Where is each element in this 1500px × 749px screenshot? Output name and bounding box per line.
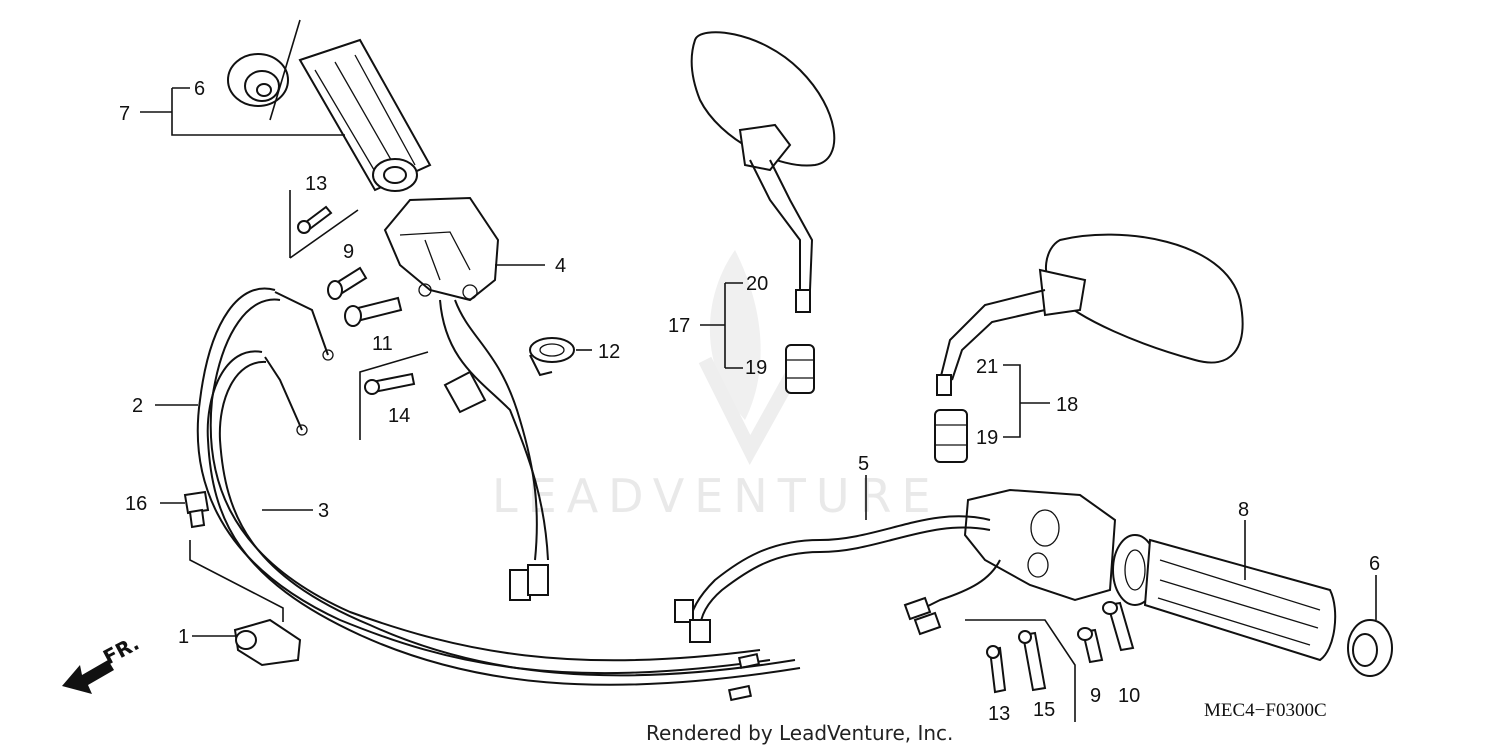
callout-11: 11 bbox=[372, 333, 393, 355]
footer-credit: Rendered by LeadVenture, Inc. bbox=[646, 721, 953, 745]
callout-16: 16 bbox=[125, 493, 147, 515]
callout-17: 17 bbox=[668, 315, 690, 337]
callout-19-left: 19 bbox=[745, 357, 767, 379]
right-switch-housing[interactable] bbox=[674, 488, 1117, 643]
bolt-9-right[interactable] bbox=[1077, 627, 1104, 664]
screw-15[interactable] bbox=[1018, 630, 1047, 692]
callout-10: 10 bbox=[1118, 685, 1140, 707]
bolt-11[interactable] bbox=[344, 296, 403, 327]
callout-15: 15 bbox=[1033, 699, 1055, 721]
screw-13-right[interactable] bbox=[986, 645, 1007, 694]
callout-6-left: 6 bbox=[194, 78, 205, 100]
bracket-17 bbox=[700, 282, 743, 369]
cable-guide-1[interactable] bbox=[233, 618, 302, 667]
adapter-nut-19-right[interactable] bbox=[934, 409, 968, 463]
callout-8: 8 bbox=[1238, 499, 1249, 521]
callout-9-left: 9 bbox=[343, 241, 354, 263]
callout-20: 20 bbox=[746, 273, 768, 295]
adapter-nut-19-left[interactable] bbox=[785, 344, 815, 394]
bolt-9-left[interactable] bbox=[327, 266, 368, 300]
callout-13-right: 13 bbox=[988, 703, 1010, 725]
left-grip[interactable] bbox=[298, 38, 432, 192]
watermark-text: LEADVENTURE bbox=[492, 469, 941, 523]
right-grip-end-weight[interactable] bbox=[1347, 619, 1393, 677]
callout-2: 2 bbox=[132, 395, 143, 417]
front-direction-arrow-icon: FR. bbox=[62, 631, 143, 694]
callout-14: 14 bbox=[388, 405, 410, 427]
left-switch-housing[interactable] bbox=[383, 196, 549, 601]
callout-18: 18 bbox=[1056, 394, 1078, 416]
callout-1: 1 bbox=[178, 626, 189, 648]
flange-bolt-16[interactable] bbox=[183, 490, 210, 529]
leader-16 bbox=[160, 502, 284, 622]
callout-13-left: 13 bbox=[305, 173, 327, 195]
callout-21: 21 bbox=[976, 356, 998, 378]
bracket-right-fasteners bbox=[965, 619, 1076, 722]
callout-3: 3 bbox=[318, 500, 329, 522]
throttle-cable-3[interactable] bbox=[206, 350, 801, 702]
callout-12: 12 bbox=[598, 341, 620, 363]
clamp-12[interactable] bbox=[529, 337, 575, 377]
bracket-18 bbox=[1003, 364, 1050, 438]
callout-6-right: 6 bbox=[1369, 553, 1380, 575]
screw-13-left[interactable] bbox=[297, 205, 333, 234]
callout-9-right: 9 bbox=[1090, 685, 1101, 707]
callout-19-right: 19 bbox=[976, 427, 998, 449]
diagram-code: MEC4−F0300C bbox=[1204, 700, 1327, 721]
bracket-7 bbox=[140, 19, 345, 136]
callout-7: 7 bbox=[119, 103, 130, 125]
watermark: LEADVENTURE bbox=[492, 250, 941, 523]
left-grip-end-weight[interactable] bbox=[227, 53, 289, 107]
callout-5: 5 bbox=[858, 453, 869, 475]
left-mirror[interactable] bbox=[690, 31, 836, 313]
right-mirror[interactable] bbox=[936, 233, 1244, 396]
callout-labels: 1 2 3 4 5 6 6 7 8 9 9 10 11 12 13 13 14 … bbox=[119, 78, 1380, 725]
bracket-13-left bbox=[289, 190, 359, 259]
screw-14[interactable] bbox=[364, 372, 416, 395]
bracket-14 bbox=[359, 351, 429, 440]
callout-4: 4 bbox=[555, 255, 566, 277]
bolt-10[interactable] bbox=[1102, 601, 1135, 652]
right-grip[interactable] bbox=[1112, 534, 1337, 662]
